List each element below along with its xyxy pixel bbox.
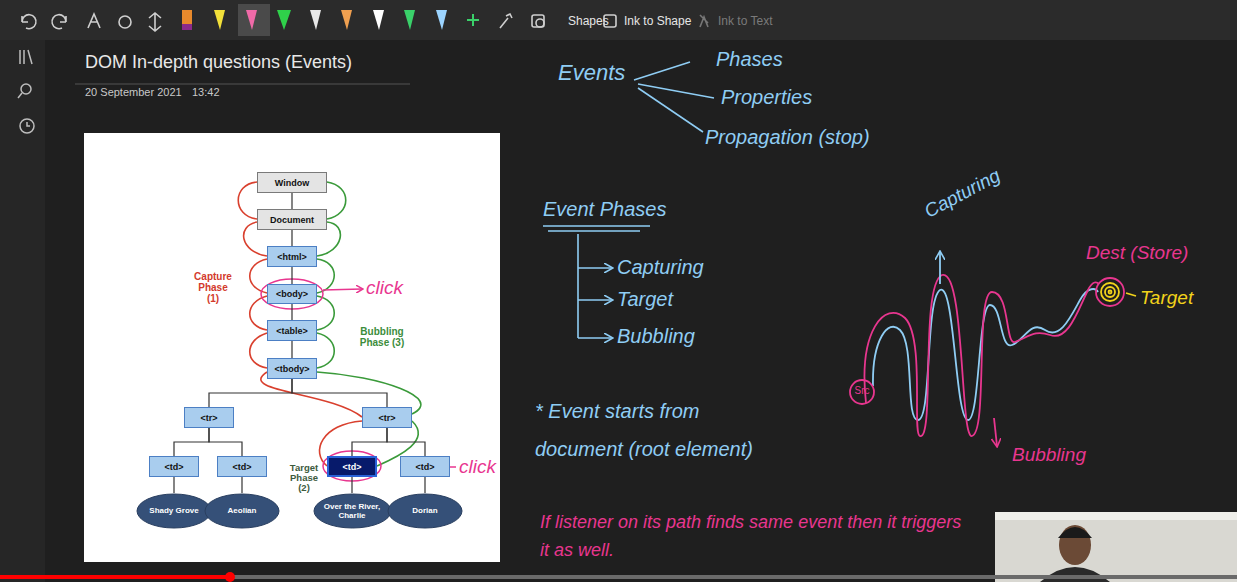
handwritten-heading: Event Phases: [543, 198, 666, 221]
element-box: <body>: [267, 284, 317, 304]
node-text: Document: [270, 215, 314, 225]
node-text: <tbody>: [274, 364, 309, 374]
element-box: <html>: [267, 246, 317, 267]
capture-arcs: [238, 182, 362, 466]
handwritten-item: Propagation (stop): [705, 126, 870, 149]
toolbar-icons: [22, 13, 708, 31]
squiggle-label: Dest (Store): [1086, 242, 1188, 264]
toolbar-button-disabled: Ink to Text: [718, 14, 772, 28]
window-box: Document: [257, 209, 327, 230]
node-text: Over the River, Charlie: [323, 502, 381, 520]
tree-link: [351, 477, 352, 493]
page-title: DOM In-depth questions (Events): [85, 52, 352, 73]
squiggle-label: Bubbling: [1012, 444, 1086, 466]
handwritten-item: Capturing: [617, 256, 704, 279]
node-text: <body>: [276, 289, 308, 299]
tree-link: [292, 379, 387, 407]
click-note: click: [366, 277, 403, 299]
tree-link: [291, 193, 292, 209]
click-note: click: [459, 456, 496, 478]
toolbar: [0, 0, 1237, 40]
tree-link: [291, 230, 292, 246]
element-box: <tr>: [184, 407, 234, 428]
click-marks: [261, 279, 456, 481]
tree-link: [241, 477, 242, 493]
element-box: <tbody>: [267, 358, 317, 379]
tree-link: [424, 477, 425, 493]
phase-label: Capture Phase (1): [192, 271, 234, 304]
element-box: <td>: [217, 456, 267, 477]
events-branches: [543, 62, 714, 338]
tree-link: [387, 428, 425, 456]
tree-link: [173, 477, 174, 493]
node-text: Window: [275, 178, 309, 188]
toolbar-button: Ink to Shape: [624, 14, 691, 28]
window-box: Window: [257, 172, 327, 193]
picture-panel: [84, 133, 500, 562]
node-text: <html>: [277, 252, 307, 262]
node-text: <table>: [276, 326, 308, 336]
handwritten-note: If listener on its path finds same event…: [540, 508, 970, 564]
handwritten-item: Bubbling: [617, 325, 695, 348]
element-box: <td>: [400, 456, 450, 477]
element-box: <tr>: [362, 407, 412, 428]
toolbar-button: Shapes: [568, 14, 609, 28]
node-text: <td>: [232, 462, 251, 472]
node-text: <td>: [415, 462, 434, 472]
element-box: <table>: [267, 320, 317, 341]
tree-link: [291, 267, 292, 284]
handwritten-item: Properties: [721, 86, 812, 109]
element-box: <td>: [149, 456, 199, 477]
selected-pen-bg: [238, 4, 270, 36]
handwritten-heading: Events: [558, 60, 625, 86]
target-element-box: <td>: [327, 456, 377, 477]
node-text: <tr>: [200, 413, 217, 423]
tree-link: [291, 341, 292, 358]
progress-bar: [0, 572, 1237, 582]
node-text: Dorian: [397, 506, 453, 515]
event-path-squiggle: [850, 252, 1136, 446]
tree-link: [174, 428, 209, 456]
text-node-ellipse: Dorian: [387, 493, 463, 529]
bubbling-arcs: [317, 182, 421, 466]
node-text: <td>: [164, 462, 183, 472]
handwritten-note: * Event starts from document (root eleme…: [535, 392, 785, 468]
text-node-ellipse: Over the River, Charlie: [313, 493, 392, 529]
tree-link: [209, 428, 242, 456]
handwritten-item: Phases: [716, 48, 783, 71]
sidebar-icons: [18, 50, 34, 133]
sidebar: [0, 40, 45, 582]
handwritten-item: Target: [617, 288, 673, 311]
tree-link: [291, 304, 292, 320]
node-text: <tr>: [378, 413, 395, 423]
node-text: Aeolian: [214, 506, 270, 515]
pen-icons: [182, 10, 479, 30]
squiggle-label: Target: [1140, 287, 1193, 309]
node-text: <td>: [342, 462, 361, 472]
page-date: 20 September 2021: [85, 86, 182, 98]
node-text: Shady Grove: [146, 506, 202, 515]
squiggle-label: Capturing: [921, 165, 1004, 223]
phase-label: Bubbling Phase (3): [355, 326, 409, 348]
title-rule: [75, 84, 410, 85]
text-node-ellipse: Aeolian: [204, 493, 280, 529]
phase-label: Target Phase (2): [284, 463, 324, 493]
tree-link: [352, 428, 387, 456]
tree-link: [209, 379, 292, 407]
webcam-overlay: [995, 512, 1237, 582]
text-node-ellipse: Shady Grove: [136, 493, 212, 529]
page-time: 13:42: [192, 86, 220, 98]
squiggle-label: Src: [851, 386, 873, 396]
